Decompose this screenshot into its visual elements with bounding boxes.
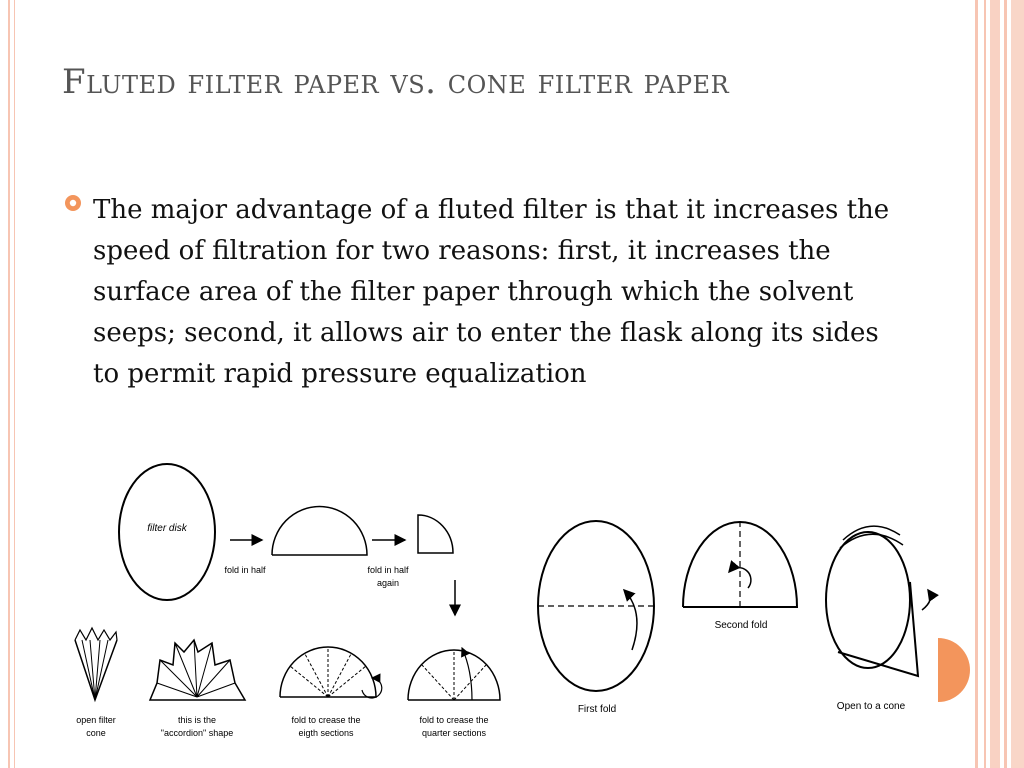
fold-half-again-label-2: again [377, 578, 399, 588]
bullet-text: The major advantage of a fluted filter i… [93, 195, 890, 389]
border-rule [14, 0, 15, 768]
border-rule [975, 0, 978, 768]
first-fold-label: First fold [578, 704, 616, 715]
eighths-semicircle [279, 646, 383, 699]
filter-disk-label: filter disk [147, 523, 187, 534]
fluted-cone [74, 626, 118, 703]
bullet-icon [65, 195, 81, 211]
border-rule [984, 0, 986, 768]
first-fold-circle [537, 520, 655, 692]
open-cone-label: Open to a cone [837, 701, 906, 712]
quarter-disk [417, 514, 454, 554]
accordion-label-1: this is the [178, 715, 216, 725]
eighths-label-1: fold to crease the [291, 715, 360, 725]
border-rule [990, 0, 1000, 768]
open-cone-label-2: cone [86, 728, 106, 738]
half-disk [271, 505, 368, 556]
fold-half-again-label-1: fold in half [367, 565, 409, 575]
second-fold-semicircle [682, 521, 799, 608]
border-rule [1011, 0, 1024, 768]
second-fold-label: Second fold [715, 620, 768, 631]
page-marker-icon [938, 638, 970, 702]
eighths-label-2: eigth sections [298, 728, 354, 738]
fold-half-label: fold in half [224, 565, 266, 575]
accordion-shape [148, 638, 247, 701]
quarters-label-2: quarter sections [422, 728, 487, 738]
quarters-label-1: fold to crease the [419, 715, 488, 725]
open-cone-label-1: open filter [76, 715, 116, 725]
filter-disk: filter disk [118, 463, 216, 601]
quarters-semicircle [407, 646, 501, 701]
border-rule [8, 0, 10, 768]
border-rule [1004, 0, 1007, 768]
open-cone [825, 525, 939, 678]
slide-title: Fluted filter paper vs. cone filter pape… [62, 62, 730, 102]
accordion-label-2: "accordion" shape [161, 728, 233, 738]
